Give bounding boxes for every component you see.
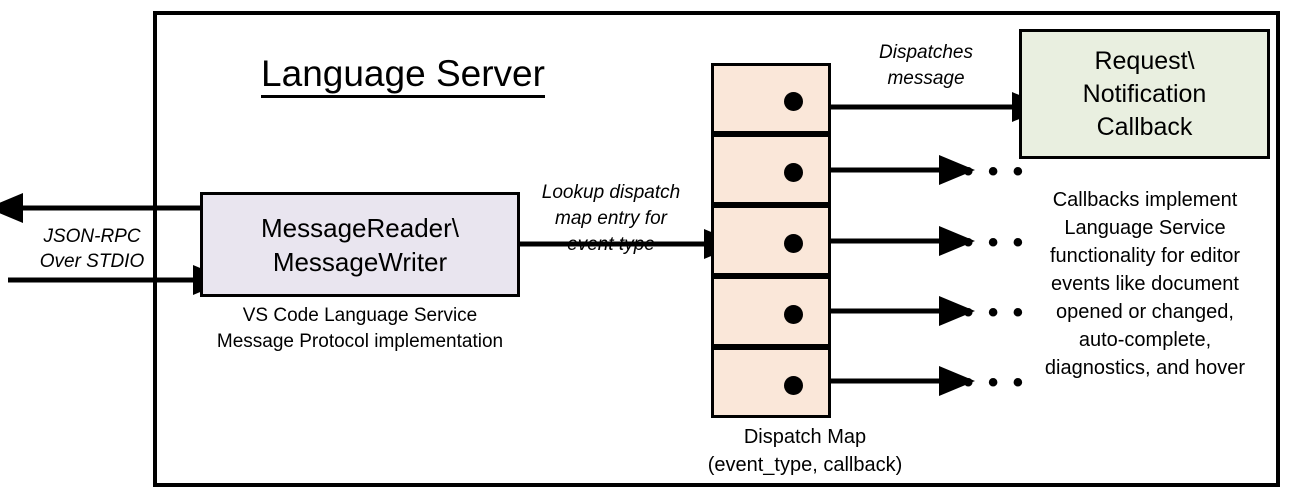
ellipsis-marker: • • •	[963, 366, 1027, 399]
ellipsis-marker: • • •	[963, 226, 1027, 259]
dispatches-label-line2: message	[887, 68, 965, 89]
jsonrpc-label-line2: Over STDIO	[39, 251, 145, 272]
message-reader-label: MessageReader\	[261, 212, 459, 243]
dispatch-map-cell[interactable]	[711, 134, 831, 205]
dispatch-map-cell[interactable]	[711, 63, 831, 134]
request-notification-callback-box[interactable]: Request\ Notification Callback	[1019, 29, 1270, 159]
jsonrpc-label-line1: JSON-RPC	[43, 226, 141, 247]
page-title: Language Server	[233, 52, 573, 98]
dispatch-map-dot	[784, 234, 803, 253]
dispatch-map-cell[interactable]	[711, 205, 831, 276]
reader-writer-caption-line1: VS Code Language Service	[242, 305, 478, 326]
callback-box-line2: Notification	[1082, 79, 1207, 108]
dispatches-message-label: Dispatches message	[836, 40, 1016, 92]
dispatch-map-dot	[784, 92, 803, 111]
page-title-text: Language Server	[261, 53, 545, 98]
lookup-label-line3: event type	[567, 234, 655, 255]
dispatch-map-caption-line2: (event_type, callback)	[707, 454, 903, 476]
reader-writer-caption-line2: Message Protocol implementation	[216, 331, 504, 352]
dispatch-map-dot	[784, 376, 803, 395]
dispatch-map-dot	[784, 305, 803, 324]
jsonrpc-transport-label: JSON-RPC Over STDIO	[22, 224, 162, 274]
dispatch-map-dot	[784, 163, 803, 182]
callback-caption-line1: Callbacks implement	[1052, 189, 1238, 211]
dispatch-map-cell[interactable]	[711, 347, 831, 418]
callback-caption-line7: diagnostics, and hover	[1044, 357, 1246, 379]
callback-caption-line6: auto-complete,	[1078, 329, 1212, 351]
lookup-dispatch-label: Lookup dispatch map entry for event type	[516, 180, 706, 258]
callback-caption-line3: functionality for editor	[1049, 245, 1241, 267]
callback-caption-line4: events like document	[1051, 273, 1239, 295]
ellipsis-marker: • • •	[963, 296, 1027, 329]
callback-caption-line5: opened or changed,	[1056, 301, 1234, 323]
callback-box-line3: Callback	[1096, 112, 1193, 141]
callback-description: Callbacks implement Language Service fun…	[1006, 186, 1284, 382]
lookup-label-line1: Lookup dispatch	[541, 182, 681, 203]
dispatch-map-table[interactable]	[711, 63, 831, 418]
dispatch-map-caption-line1: Dispatch Map	[743, 426, 867, 448]
callback-box-line1: Request\	[1094, 46, 1195, 75]
message-reader-writer-caption: VS Code Language Service Message Protoco…	[180, 303, 540, 355]
dispatches-label-line1: Dispatches	[879, 42, 973, 63]
ellipsis-marker: • • •	[963, 155, 1027, 188]
dispatch-map-cell[interactable]	[711, 276, 831, 347]
language-server-boundary	[153, 11, 1280, 487]
message-reader-writer-box[interactable]: MessageReader\ MessageWriter	[200, 192, 520, 297]
callback-caption-line2: Language Service	[1064, 217, 1226, 239]
dispatch-map-caption: Dispatch Map (event_type, callback)	[650, 423, 960, 479]
message-writer-label: MessageWriter	[272, 246, 448, 277]
lookup-label-line2: map entry for	[555, 208, 667, 229]
